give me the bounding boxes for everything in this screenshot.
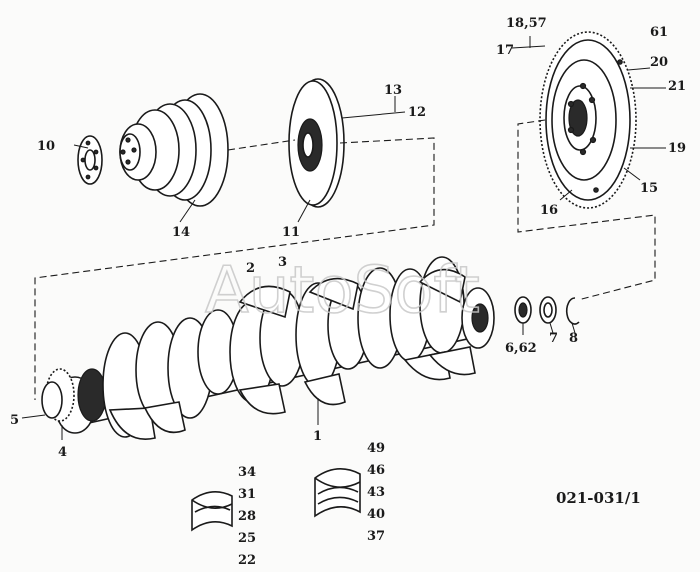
callout-49: 49: [367, 441, 385, 456]
connecting-rod-bearing-shells: [191, 491, 233, 532]
crankshaft-pulley-hub: [119, 93, 229, 207]
callout-20: 20: [650, 55, 668, 70]
watermark: AutoSoft: [205, 254, 480, 328]
callout-43: 43: [367, 485, 385, 500]
callout-14: 14: [172, 225, 190, 240]
lock-washer: [77, 135, 103, 185]
callout-22: 22: [238, 553, 256, 568]
diagram-code: 021-031/1: [556, 489, 641, 507]
main-bearing-shells: [314, 468, 361, 518]
callout-18-57: 18,57: [506, 16, 547, 31]
callout-4: 4: [58, 445, 67, 460]
callout-46: 46: [367, 463, 385, 478]
callout-5: 5: [10, 413, 19, 428]
callout-12: 12: [408, 105, 426, 120]
vibration-damper: [288, 78, 345, 208]
callout-10: 10: [37, 139, 55, 154]
callout-37: 37: [367, 529, 385, 544]
assembly-line-damper: [34, 137, 435, 400]
callout-31: 31: [238, 487, 256, 502]
callout-6-62: 6,62: [505, 341, 537, 356]
callout-21: 21: [668, 79, 686, 94]
callout-34: 34: [238, 465, 256, 480]
callout-7: 7: [549, 331, 558, 346]
assembly-line-flywheel: [517, 119, 656, 301]
callout-40: 40: [367, 507, 385, 522]
callout-13: 13: [384, 83, 402, 98]
bearing-and-seal-rings: [514, 296, 580, 325]
callout-15: 15: [640, 181, 658, 196]
callout-19: 19: [668, 141, 686, 156]
leader-lines: [21, 36, 666, 440]
crankshaft: [41, 256, 495, 440]
flywheel: [539, 31, 637, 209]
callout-3: 3: [278, 255, 287, 270]
callout-17: 17: [496, 43, 514, 58]
callout-1: 1: [313, 429, 322, 444]
callout-28: 28: [238, 509, 256, 524]
assembly-line-pulley: [227, 139, 296, 151]
callout-16: 16: [540, 203, 558, 218]
callout-2: 2: [246, 261, 255, 276]
callout-11: 11: [282, 225, 300, 240]
callout-8: 8: [569, 331, 578, 346]
callout-61: 61: [650, 25, 668, 40]
callout-25: 25: [238, 531, 256, 546]
